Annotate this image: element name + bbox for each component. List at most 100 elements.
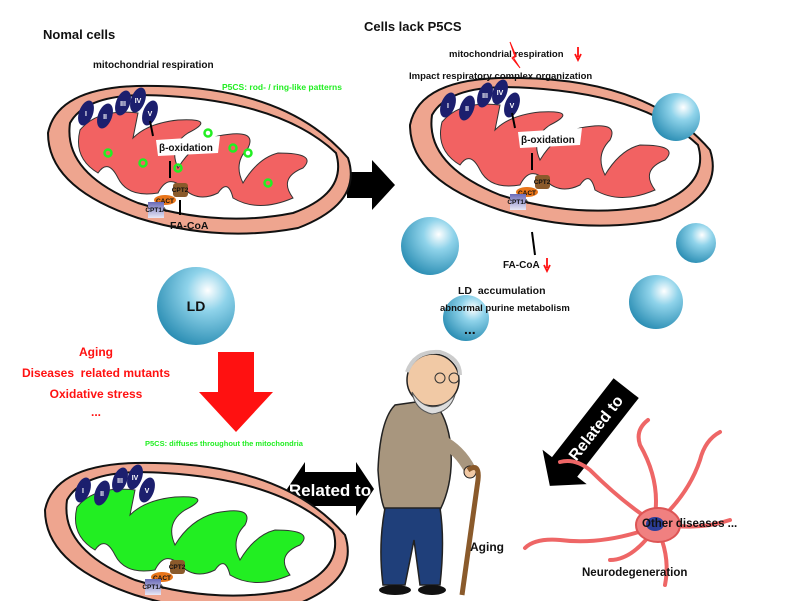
p5cs-ring-icon	[138, 158, 148, 168]
p5cs-ring-icon	[173, 163, 183, 173]
respiration-label-left: mitochondrial respiration	[93, 60, 214, 71]
lipid-droplet	[401, 217, 459, 275]
fa-coa-left: FA-CoA	[170, 220, 209, 232]
cpt2-label: CPT2	[172, 187, 189, 194]
complex-II-icon	[94, 480, 110, 506]
complex-IV-label: IV	[135, 98, 142, 105]
complex-IV-label: IV	[132, 475, 139, 482]
purine-label: abnormal purine metabolism	[440, 303, 570, 314]
complex-V-label: V	[145, 488, 150, 495]
lack-p5cs-title: Cells lack P5CS	[364, 19, 462, 34]
p5cs-ring-icon	[228, 143, 238, 153]
complex-III-label: III	[482, 93, 488, 100]
complex-II-label: II	[100, 491, 104, 498]
stressor-aging: Aging	[79, 345, 113, 359]
p5cs-ring-icon	[243, 148, 253, 158]
lipid-droplet	[676, 223, 716, 263]
related-to-horizontal-label: Related to	[289, 481, 371, 500]
cpt1a-label: CPT1A	[142, 584, 164, 591]
complex-IV-icon	[492, 79, 508, 105]
complex-I-label: I	[447, 103, 449, 110]
beta-oxidation-label: β-oxidation	[521, 135, 575, 146]
normal-cells-title: Nomal cells	[43, 27, 115, 42]
complex-V-label: V	[510, 103, 515, 110]
cpt2-label: CPT2	[534, 179, 551, 186]
right-arrow	[347, 160, 395, 210]
cact-label: CACT	[518, 190, 536, 197]
ld-label: LD	[187, 298, 206, 314]
complex-III-icon	[477, 82, 493, 108]
stressor-ellipsis: ...	[91, 405, 101, 419]
complex-III-label: III	[117, 478, 123, 485]
complex-III-label: III	[120, 101, 126, 108]
beta-oxidation-label: β-oxidation	[159, 143, 213, 154]
lipid-droplet	[443, 295, 489, 341]
complex-I-icon	[78, 100, 94, 126]
complex-V-icon	[142, 100, 158, 126]
complex-II-icon	[97, 103, 113, 129]
p5cs-diffuse-note: P5CS: diffuses throughout the mitochondr…	[145, 439, 304, 448]
lipid-droplet	[652, 93, 700, 141]
cact-label: CACT	[156, 198, 174, 205]
red-down-arrow	[199, 352, 273, 432]
ellipsis-right: ...	[464, 321, 476, 337]
complex-IV-icon	[127, 464, 143, 490]
cpt1a-icon	[145, 579, 161, 595]
cpt1a-label: CPT1A	[507, 199, 529, 206]
p5cs-ring-icon	[263, 178, 273, 188]
complex-II-icon	[459, 95, 475, 121]
beta-oxidation-banner	[518, 128, 582, 148]
complex-V-icon	[504, 92, 520, 118]
fa-coa-arrow-right	[531, 231, 536, 256]
complex-I-label: I	[82, 488, 84, 495]
cpt1a-icon	[148, 202, 164, 218]
cpt1a-label: CPT1A	[145, 207, 167, 214]
down-arrow-icon	[574, 47, 582, 63]
complex-II-label: II	[465, 106, 469, 113]
elderly-man-illustration	[377, 349, 481, 596]
complex-organization-note: Impact respiratory complex organization	[409, 71, 592, 82]
neuron-illustration	[523, 418, 732, 587]
cristae-matrix	[440, 103, 670, 198]
lipid-droplet	[629, 275, 683, 329]
other-diseases-label: Other diseases ...	[642, 518, 737, 530]
complex-II-label: II	[103, 114, 107, 121]
stressor-list: Aging Diseases related mutants Oxidative…	[22, 345, 170, 419]
lightning-icon	[509, 41, 521, 69]
aging-label: Aging	[470, 540, 504, 554]
cpt2-label: CPT2	[169, 564, 186, 571]
related-to-diagonal-arrow: Related to	[542, 378, 639, 486]
fa-coa-right: FA-CoA	[503, 260, 540, 271]
complex-I-icon	[75, 477, 91, 503]
arrow-up-icon	[149, 120, 154, 137]
stressor-mutants: Diseases related mutants	[22, 366, 170, 380]
cpt1a-icon	[510, 194, 526, 210]
p5cs-ring-icon	[203, 128, 213, 138]
ld-accumulation-label: LD accumulation	[458, 285, 546, 297]
down-arrow-icon	[543, 258, 551, 274]
complex-III-icon	[115, 90, 131, 116]
respiration-label-right: mitochondrial respiration	[449, 49, 564, 60]
stressor-oxidative: Oxidative stress	[50, 387, 143, 401]
cpt2-icon	[535, 175, 550, 189]
lipid-droplet-left: LD	[157, 267, 235, 345]
cpt2-icon	[170, 560, 185, 574]
cact-label: CACT	[153, 575, 171, 582]
cristae-matrix	[78, 111, 308, 206]
complex-I-label: I	[85, 111, 87, 118]
complex-I-icon	[440, 92, 456, 118]
neurodegeneration-label: Neurodegeneration	[582, 567, 687, 579]
complex-IV-label: IV	[497, 90, 504, 97]
p5cs-rod-ring-note: P5CS: rod- / ring-like patterns	[222, 82, 342, 92]
complex-V-icon	[139, 477, 155, 503]
beta-oxidation-banner	[156, 136, 220, 156]
cristae-matrix	[75, 488, 305, 583]
p5cs-ring-icon	[103, 148, 113, 158]
complex-V-label: V	[148, 111, 153, 118]
arrow-up-icon	[511, 112, 516, 129]
